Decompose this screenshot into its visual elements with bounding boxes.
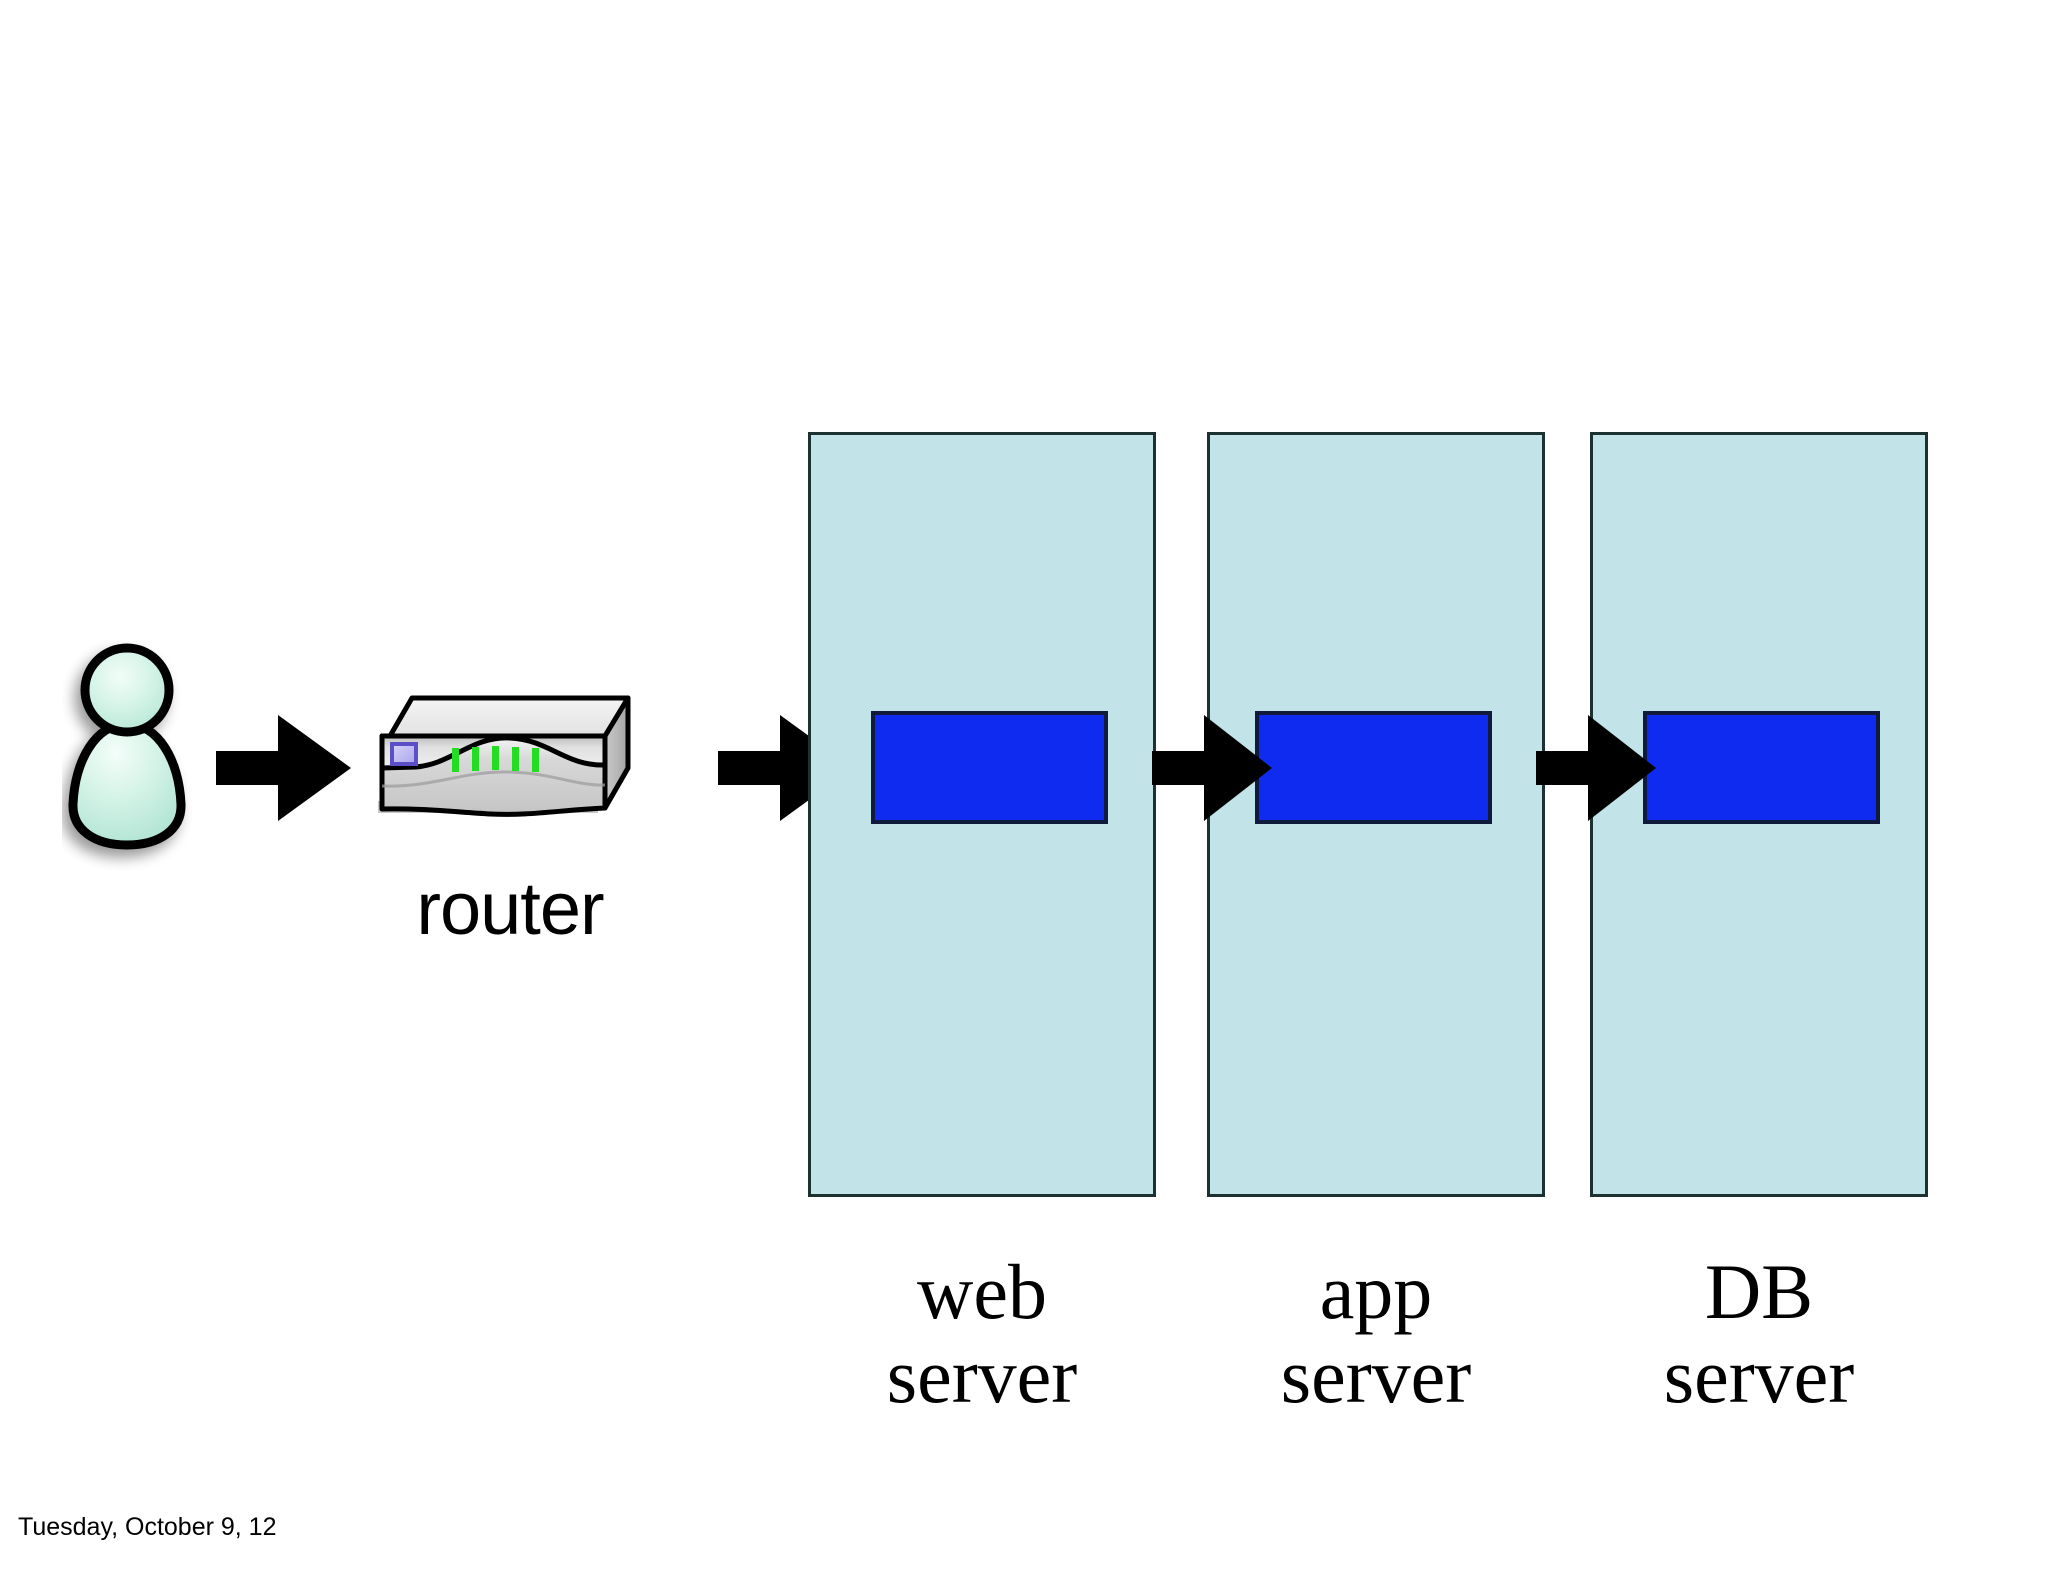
server-caption-web: web server <box>808 1248 1156 1420</box>
service-box-app[interactable] <box>1255 711 1492 824</box>
router-icon <box>360 668 660 868</box>
server-caption-app: app server <box>1207 1248 1545 1420</box>
person-icon <box>62 640 192 872</box>
arrow-web-to-app-icon <box>1152 713 1272 823</box>
server-caption-web-line2: server <box>886 1332 1078 1420</box>
server-caption-db-line2: server <box>1663 1332 1855 1420</box>
slide-footer-date: Tuesday, October 9, 12 <box>18 1513 277 1541</box>
router-label: router <box>416 867 604 950</box>
service-box-web[interactable] <box>871 711 1108 824</box>
server-caption-web-line1: web <box>917 1248 1047 1335</box>
server-caption-app-line1: app <box>1319 1248 1433 1335</box>
service-box-db[interactable] <box>1643 711 1880 824</box>
arrow-router-to-web-icon <box>718 713 853 823</box>
server-caption-db-line1: DB <box>1704 1248 1814 1335</box>
arrow-app-to-db-icon <box>1536 713 1656 823</box>
arrow-user-to-router-icon <box>216 713 351 823</box>
server-caption-app-line2: server <box>1280 1332 1472 1420</box>
server-caption-db: DB server <box>1590 1248 1928 1420</box>
